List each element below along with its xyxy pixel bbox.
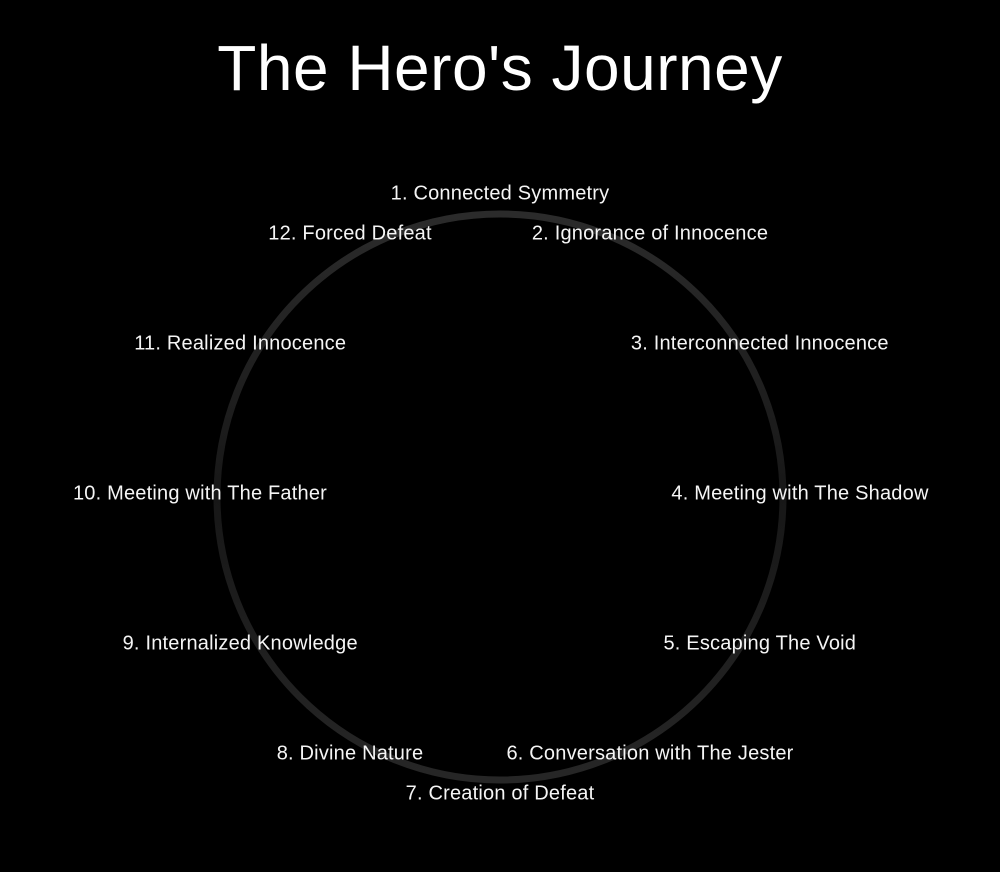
stage-label-5: 5. Escaping The Void: [663, 632, 857, 655]
stage-label-8: 8. Divine Nature: [276, 742, 424, 765]
stage-label-6: 6. Conversation with The Jester: [506, 742, 794, 765]
stage-label-2: 2. Ignorance of Innocence: [531, 222, 769, 245]
stage-label-12: 12. Forced Defeat: [268, 222, 432, 245]
stage-label-1: 1. Connected Symmetry: [390, 182, 610, 205]
stage-label-7: 7. Creation of Defeat: [405, 782, 595, 805]
stage-label-3: 3. Interconnected Innocence: [630, 332, 889, 355]
cycle-circle-outline: [213, 210, 787, 784]
stage-label-10: 10. Meeting with The Father: [72, 482, 328, 505]
page-title: The Hero's Journey: [217, 32, 783, 104]
stage-label-11: 11. Realized Innocence: [134, 332, 347, 355]
stage-label-4: 4. Meeting with The Shadow: [671, 482, 929, 505]
stage-label-9: 9. Internalized Knowledge: [122, 632, 358, 655]
